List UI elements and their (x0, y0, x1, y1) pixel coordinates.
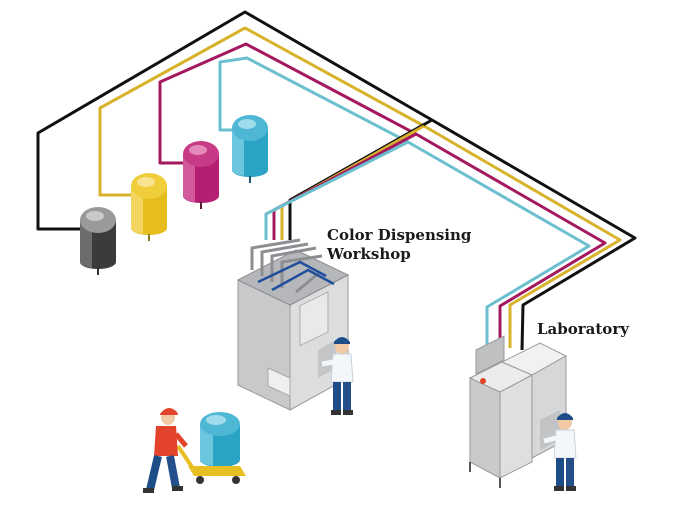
workshop-label-line1: Color Dispensing (327, 226, 472, 244)
worker-at-workshop-icon (321, 337, 354, 415)
workshop-label: Color Dispensing Workshop (327, 226, 471, 264)
dispensing-machine-icon (236, 238, 350, 411)
pipe-cyan-branch (264, 140, 409, 240)
pipe-magenta (158, 42, 607, 348)
laboratory-label: Laboratory (537, 320, 629, 338)
tank-cyan-icon (232, 115, 268, 183)
lab-machine-icon (468, 335, 568, 488)
worker-at-lab-icon (543, 413, 577, 491)
pipe-cyan (218, 56, 591, 345)
pipe-black (36, 10, 637, 351)
tank-yellow-icon (131, 173, 167, 241)
worker-with-cart-icon (143, 407, 246, 493)
pipe-network (36, 10, 637, 351)
workshop-label-line2: Workshop (327, 245, 411, 263)
pipe-yellow (98, 26, 622, 348)
tank-magenta-icon (183, 141, 219, 209)
tank-black-icon (80, 207, 116, 275)
